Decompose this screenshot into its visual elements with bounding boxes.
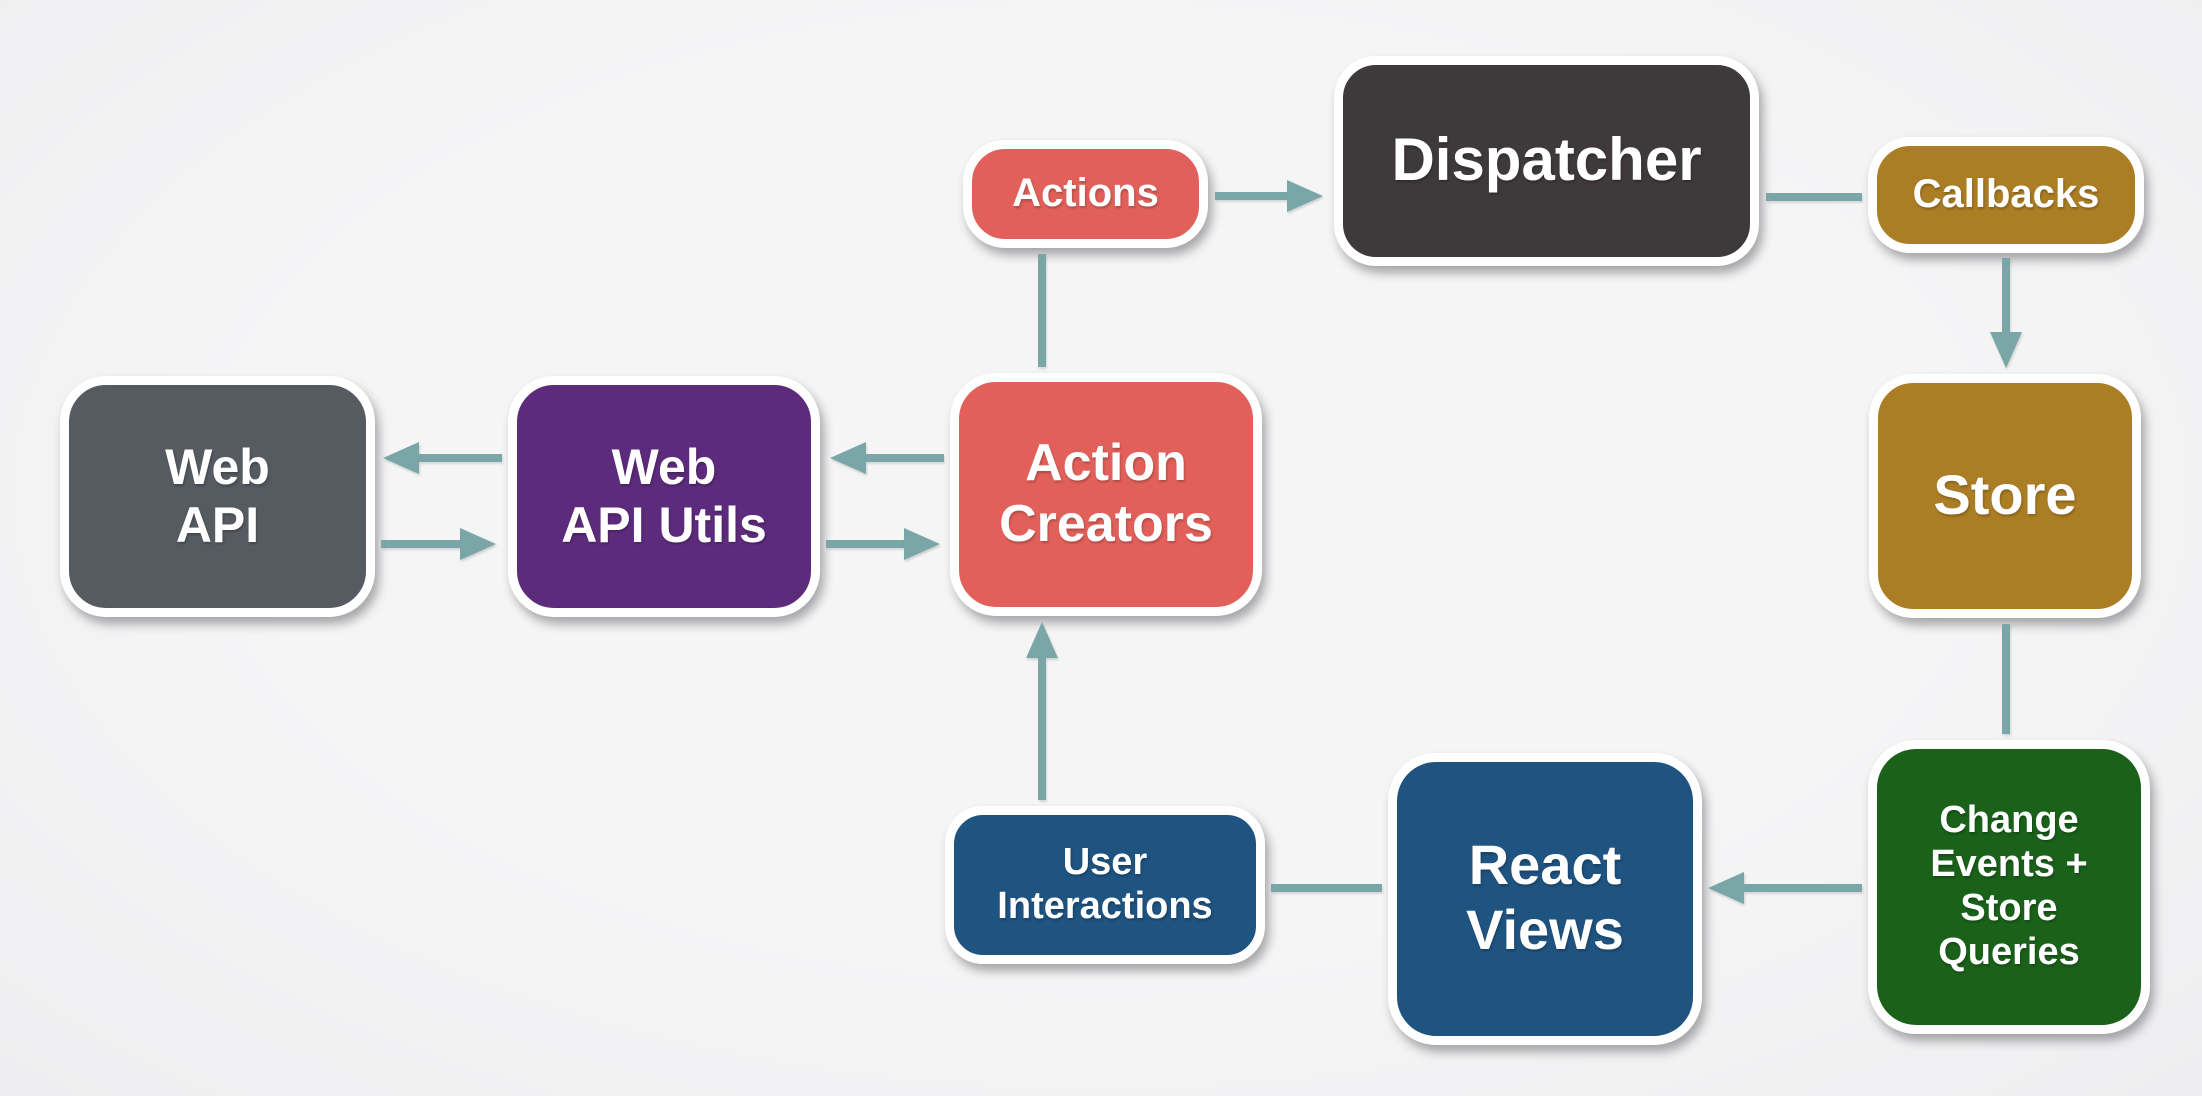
node-web-api-utils-label: Web API Utils (561, 438, 767, 553)
node-callbacks: Callbacks (1868, 137, 2144, 253)
edge-action-creators-web-api-utils-line (866, 454, 944, 462)
node-web-api: Web API (60, 376, 375, 617)
node-store: Store (1869, 374, 2141, 618)
node-action-creators: Action Creators (950, 373, 1262, 616)
node-change-events-label: Change Events + Store Queries (1930, 798, 2088, 974)
node-react-views-label: React Views (1466, 833, 1624, 961)
edge-web-api-utils-action-creators-line (826, 540, 904, 548)
edge-react-views-user-interactions-line (1271, 884, 1382, 892)
edge-user-interactions-action-creators-line (1038, 658, 1046, 800)
node-store-label: Store (1933, 462, 2077, 526)
node-react-views: React Views (1388, 753, 1702, 1045)
edge-action-creators-web-api-utils-arrowhead-icon (830, 442, 866, 474)
edge-web-api-utils-action-creators-arrowhead-icon (904, 528, 940, 560)
node-callbacks-label: Callbacks (1912, 171, 2100, 216)
edge-action-creators-actions-line (1038, 254, 1046, 367)
edge-user-interactions-action-creators-arrowhead-icon (1026, 622, 1058, 658)
edge-callbacks-store-line (2002, 258, 2010, 332)
node-change-events: Change Events + Store Queries (1868, 740, 2150, 1034)
edge-actions-dispatcher-line (1215, 192, 1287, 200)
edge-dispatcher-callbacks-line (1766, 193, 1862, 201)
node-actions: Actions (963, 140, 1208, 248)
node-actions-label: Actions (1012, 170, 1159, 215)
edge-web-api-utils-web-api-arrowhead-icon (383, 442, 419, 474)
edge-change-events-react-views-arrowhead-icon (1708, 872, 1744, 904)
node-web-api-label: Web API (165, 438, 270, 553)
node-dispatcher-label: Dispatcher (1391, 126, 1702, 194)
node-user-interactions: User Interactions (945, 806, 1265, 964)
edge-web-api-web-api-utils-arrowhead-icon (460, 528, 496, 560)
edge-actions-dispatcher-arrowhead-icon (1287, 180, 1323, 212)
edge-web-api-web-api-utils-line (381, 540, 460, 548)
node-user-interactions-label: User Interactions (997, 840, 1213, 927)
node-web-api-utils: Web API Utils (508, 376, 820, 617)
node-action-creators-label: Action Creators (999, 434, 1213, 553)
edge-change-events-react-views-line (1744, 884, 1862, 892)
edge-web-api-utils-web-api-line (419, 454, 502, 462)
edge-callbacks-store-arrowhead-icon (1990, 332, 2022, 368)
edge-store-change-events-line (2002, 624, 2010, 734)
node-dispatcher: Dispatcher (1334, 56, 1759, 266)
